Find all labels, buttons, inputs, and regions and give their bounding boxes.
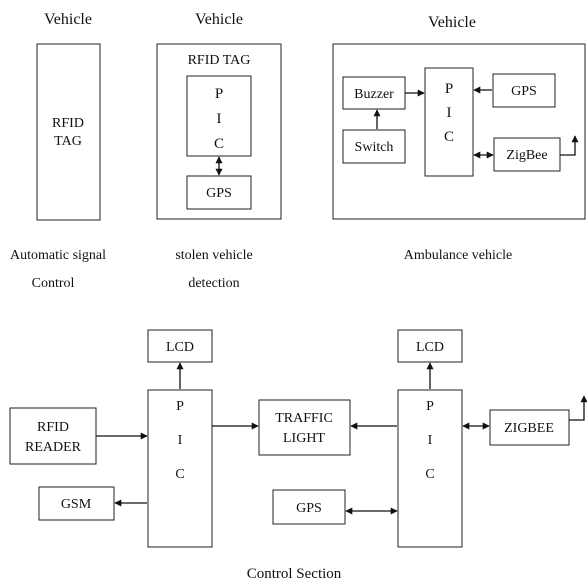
vehicle3-zigbee-label: ZigBee: [506, 148, 547, 163]
vehicle3-pic-p: P: [445, 81, 453, 97]
control-traffic-light-line1: TRAFFIC: [275, 411, 333, 426]
control-rfid-reader-line1: RFID: [37, 420, 69, 435]
control-pic-right-c: C: [425, 467, 434, 482]
vehicle2-pic-box: [186, 75, 252, 157]
control-traffic-light-line2: LIGHT: [283, 431, 325, 446]
control-zigbee-box: [489, 409, 570, 446]
control-lcd-left-box: [147, 329, 213, 363]
control-pic-right-p: P: [426, 399, 434, 414]
vehicle1-heading: Vehicle: [44, 11, 92, 28]
vehicle2-gps-label: GPS: [206, 186, 232, 201]
vehicle1-rfid-label-line1: RFID: [52, 116, 84, 131]
control-rfid-reader-box: [9, 407, 97, 465]
vehicle2-heading: Vehicle: [195, 11, 243, 28]
control-pic-left-box: [147, 389, 213, 548]
vehicle2-caption-line1: stolen vehicle: [175, 248, 252, 263]
vehicle3-switch-box: [342, 129, 406, 164]
vehicle3-pic-i: I: [447, 105, 452, 121]
vehicle2-pic-p: P: [215, 86, 223, 102]
control-pic-left-i: I: [178, 433, 183, 448]
vehicle2-gps-box: [186, 175, 252, 210]
vehicle3-pic-box: [424, 67, 474, 177]
vehicle2-caption-line2: detection: [188, 276, 239, 291]
control-pic-left-c: C: [175, 467, 184, 482]
vehicle2-rfid-label: RFID TAG: [188, 53, 251, 68]
vehicle2-pic-c: C: [214, 136, 224, 152]
vehicle1-rfid-tag-box: [36, 43, 101, 221]
vehicle3-gps-box: [492, 73, 556, 108]
control-gsm-label: GSM: [61, 497, 92, 512]
vehicle1-caption-line1: Automatic signal: [10, 248, 106, 263]
control-pic-left-p: P: [176, 399, 184, 414]
vehicle3-zigbee-antenna: [560, 135, 579, 156]
vehicle1-caption-line2: Control: [32, 276, 75, 291]
vehicle3-heading: Vehicle: [428, 14, 476, 31]
control-pic-right-i: I: [428, 433, 433, 448]
vehicle3-caption: Ambulance vehicle: [404, 248, 512, 263]
control-zigbee-antenna: [569, 395, 587, 421]
control-pic-right-box: [397, 389, 463, 548]
control-lcd-right-label: LCD: [416, 340, 444, 355]
control-rfid-reader-line2: READER: [25, 440, 82, 455]
vehicle3-buzzer-label: Buzzer: [354, 87, 394, 102]
vehicle3-switch-label: Switch: [355, 140, 394, 155]
control-traffic-light-box: [258, 399, 351, 456]
vehicle3-zigbee-box: [493, 137, 561, 172]
control-lcd-left-label: LCD: [166, 340, 194, 355]
control-gps-label: GPS: [296, 501, 322, 516]
vehicle3-pic-c: C: [444, 129, 454, 145]
control-gsm-box: [38, 486, 115, 521]
vehicle3-gps-label: GPS: [511, 84, 537, 99]
vehicle2-pic-i: I: [217, 111, 222, 127]
control-lcd-right-box: [397, 329, 463, 363]
control-section-caption: Control Section: [247, 566, 342, 582]
control-zigbee-label: ZIGBEE: [504, 421, 554, 436]
vehicle1-rfid-label-line2: TAG: [54, 134, 82, 149]
control-gps-box: [272, 489, 346, 525]
